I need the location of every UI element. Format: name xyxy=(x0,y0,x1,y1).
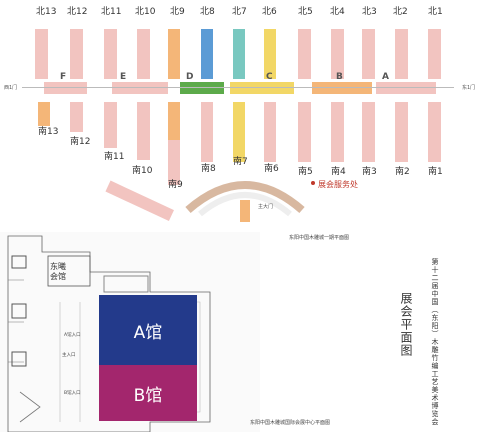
arc-plaza xyxy=(185,181,305,222)
south-label-10: 南10 xyxy=(132,166,153,176)
north-block-3 xyxy=(362,29,375,79)
entrance-main: 主入口 xyxy=(62,353,76,358)
entrance-b: B馆入口 xyxy=(64,391,81,396)
south-label-4: 南4 xyxy=(331,167,346,177)
south-block-12 xyxy=(70,102,83,132)
north-label-10: 北10 xyxy=(135,7,156,17)
service-label: 展会服务处 xyxy=(318,180,358,189)
south-label-11: 南11 xyxy=(104,152,125,162)
main-gate-label: 主大门 xyxy=(258,204,274,210)
lower-map-caption: 东阳中国木雕城国际会展中心平面图 xyxy=(250,420,331,426)
corridor-e xyxy=(112,82,168,94)
side-title-big: 展会平面图 xyxy=(399,292,413,357)
south-block-7 xyxy=(233,102,245,162)
north-label-3: 北3 xyxy=(362,7,377,17)
hall-b-label: B馆 xyxy=(133,385,163,406)
hall-letter-d: D xyxy=(186,72,194,82)
corridor-a xyxy=(376,82,436,94)
south-block-6 xyxy=(264,102,276,162)
south-block-8 xyxy=(201,102,213,162)
west-gate-label: 西1门 xyxy=(4,85,18,91)
upper-map-caption: 东阳中国木雕城一期平面图 xyxy=(289,235,350,241)
south-label-3: 南3 xyxy=(362,167,377,177)
south-block-2 xyxy=(395,102,408,162)
north-label-11: 北11 xyxy=(101,7,122,17)
corridor-b xyxy=(312,82,372,94)
north-label-7: 北7 xyxy=(232,7,247,17)
hall-letter-b: B xyxy=(336,72,343,82)
north-block-10 xyxy=(137,29,150,79)
south-label-2: 南2 xyxy=(395,167,410,177)
south-label-8: 南8 xyxy=(201,164,216,174)
hall-b: B馆 xyxy=(99,365,197,421)
north-block-12 xyxy=(70,29,83,79)
north-label-6: 北6 xyxy=(262,7,277,17)
building-label: 东曦会馆 xyxy=(50,262,66,281)
south-block-1 xyxy=(428,102,441,162)
north-block-7 xyxy=(233,29,245,79)
corridor-line xyxy=(22,87,454,88)
hall-letter-c: C xyxy=(266,72,273,82)
south-block-4 xyxy=(331,102,344,162)
hall-a: A馆 xyxy=(99,295,197,365)
north-block-1 xyxy=(428,29,441,79)
service-dot xyxy=(311,181,315,185)
north-block-8 xyxy=(201,29,213,79)
north-label-2: 北2 xyxy=(393,7,408,17)
hall-letter-f: F xyxy=(60,72,67,82)
south-label-5: 南5 xyxy=(298,167,313,177)
south-block-3 xyxy=(362,102,375,162)
north-label-9: 北9 xyxy=(170,7,185,17)
south-label-1: 南1 xyxy=(428,167,443,177)
corridor-f xyxy=(44,82,87,94)
south-block-11 xyxy=(104,102,117,148)
east-gate-label: 东1门 xyxy=(462,85,476,91)
south-block-5 xyxy=(298,102,311,162)
north-label-5: 北5 xyxy=(298,7,313,17)
south-label-7: 南7 xyxy=(233,157,248,167)
hall-letter-e: E xyxy=(120,72,127,82)
hall-a-label: A馆 xyxy=(133,322,163,343)
north-block-4 xyxy=(331,29,344,79)
south-label-9: 南9 xyxy=(168,180,183,190)
south-block-9-ext xyxy=(168,140,180,185)
corridor-c xyxy=(230,82,294,94)
south-label-12: 南12 xyxy=(70,137,91,147)
north-block-11 xyxy=(104,29,117,79)
corridor-d xyxy=(180,82,224,94)
north-block-13 xyxy=(35,29,48,79)
north-block-6 xyxy=(264,29,276,79)
north-label-13: 北13 xyxy=(36,7,57,17)
south-block-10 xyxy=(137,102,150,160)
north-label-8: 北8 xyxy=(200,7,215,17)
south-label-13: 南13 xyxy=(38,127,59,137)
south-label-6: 南6 xyxy=(264,164,279,174)
side-title-small: 第十二届中国（东阳）木雕竹编工艺美术博览会 xyxy=(431,258,439,426)
north-block-2 xyxy=(395,29,408,79)
south-block-13 xyxy=(38,102,50,126)
north-label-1: 北1 xyxy=(428,7,443,17)
hall-letter-a: A xyxy=(382,72,389,82)
diagonal-block xyxy=(105,180,174,222)
north-block-5 xyxy=(298,29,311,79)
north-block-9 xyxy=(168,29,180,79)
north-label-12: 北12 xyxy=(67,7,88,17)
north-label-4: 北4 xyxy=(330,7,345,17)
entrance-a: A馆入口 xyxy=(64,333,81,338)
